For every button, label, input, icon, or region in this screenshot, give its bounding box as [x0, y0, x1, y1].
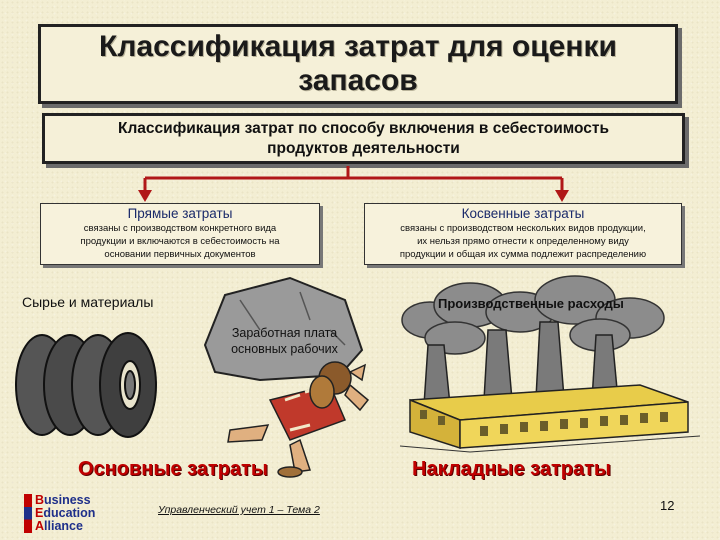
- overhead-label: Производственные расходы: [438, 296, 624, 311]
- page-number: 12: [660, 498, 674, 513]
- course-label: Управленческий учет 1 – Тема 2: [158, 504, 320, 516]
- wages-label: Заработная плата основных рабочих: [212, 326, 357, 357]
- logo-text: Business Education Alliance: [35, 494, 95, 533]
- main-costs-label: Основные затраты: [78, 458, 268, 481]
- overhead-costs-label: Накладные затраты: [412, 458, 611, 481]
- logo-bar: [24, 494, 32, 533]
- tires-illustration: [16, 333, 156, 437]
- smoke-illustration: [402, 276, 664, 354]
- bea-logo: Business Education Alliance: [24, 494, 95, 533]
- materials-label: Сырье и материалы: [22, 294, 153, 310]
